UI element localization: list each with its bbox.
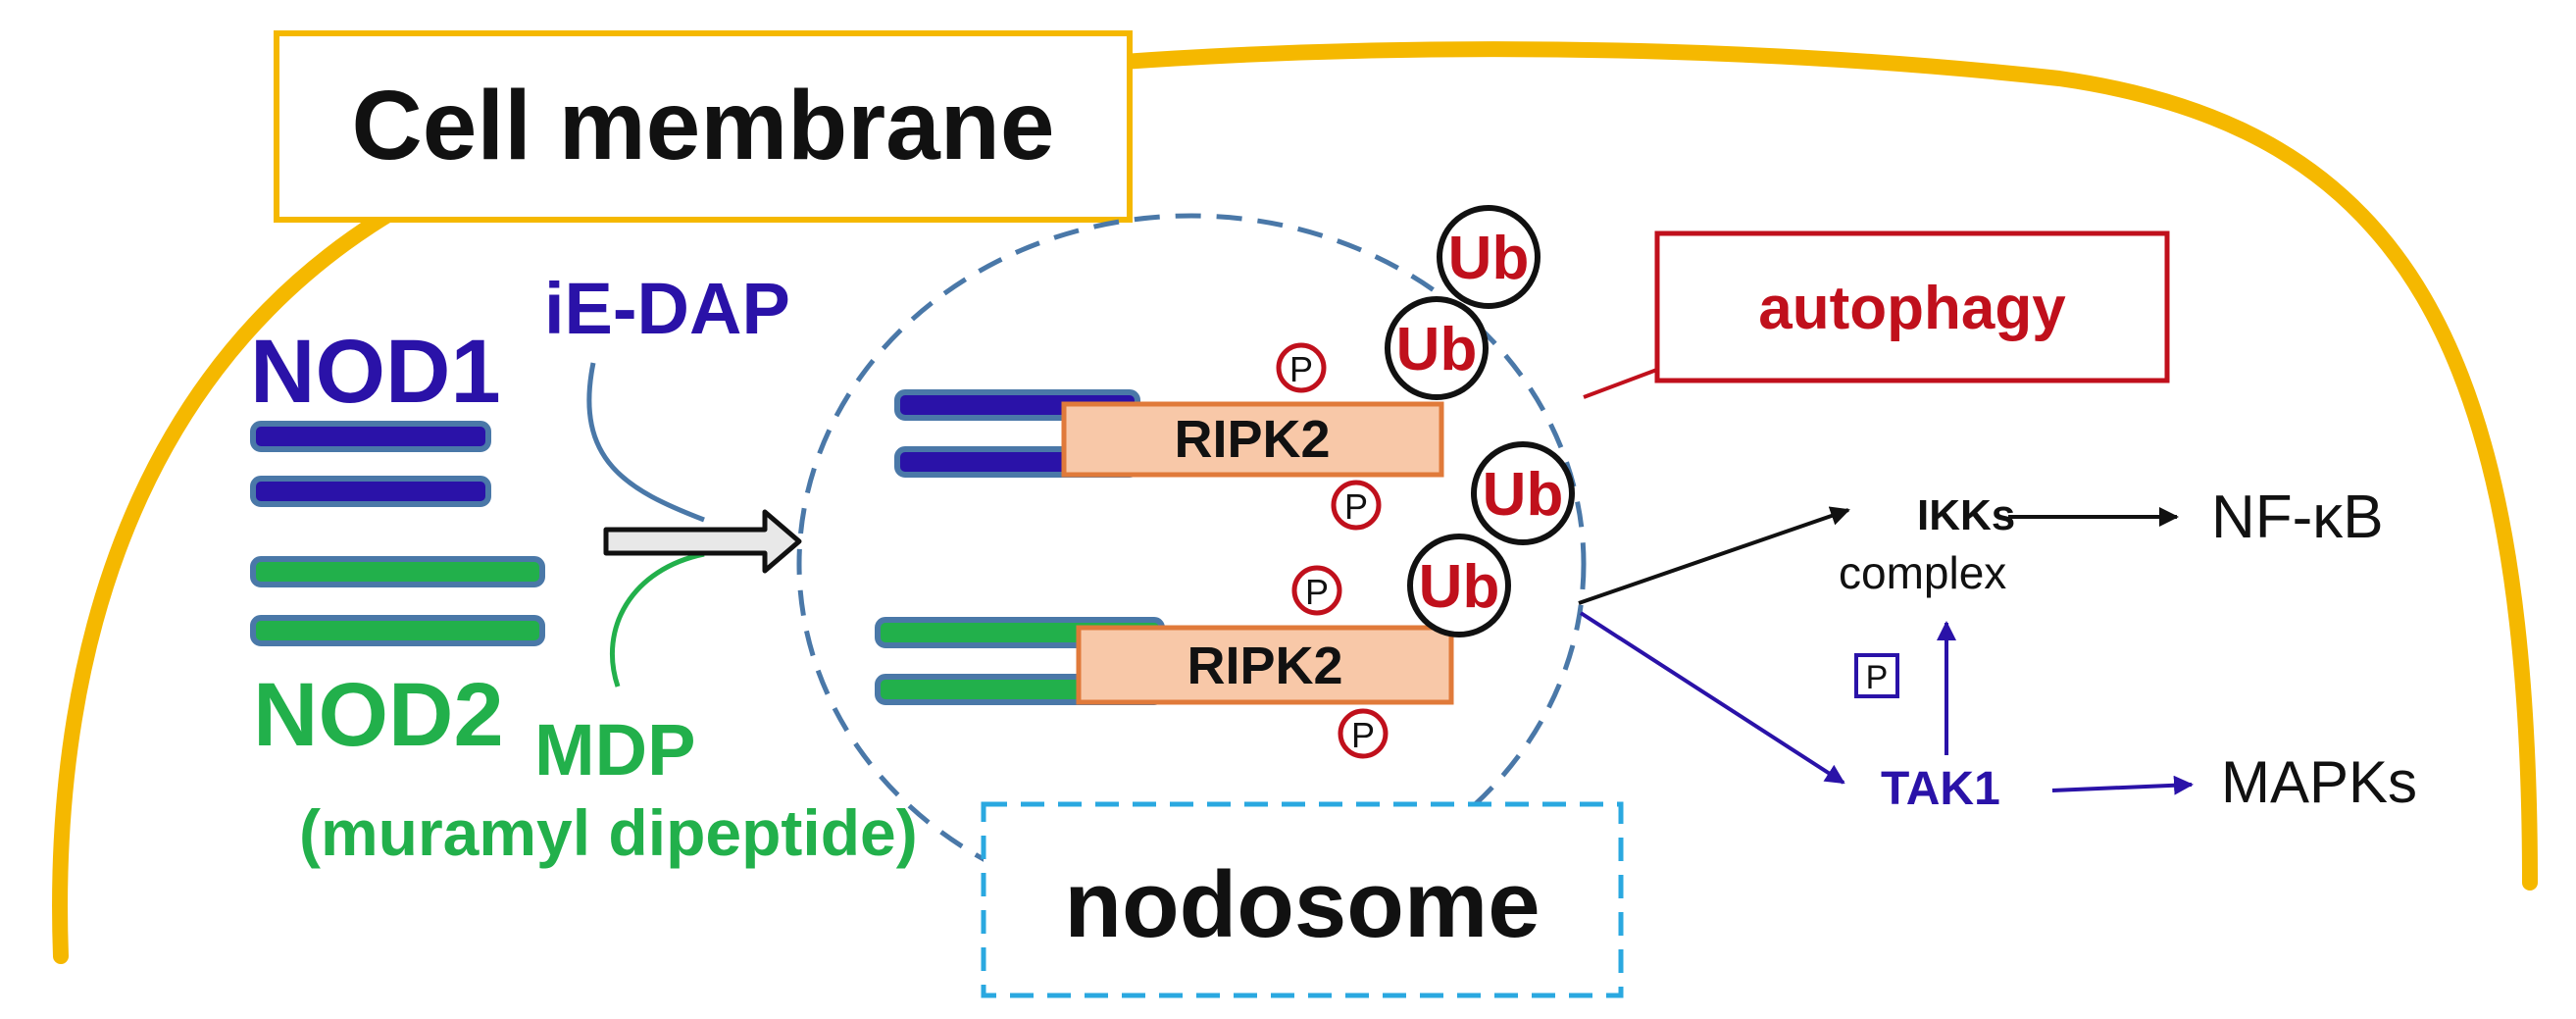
mdp-label: MDP xyxy=(534,709,695,790)
ie-dap-label: iE-DAP xyxy=(544,268,790,349)
phospho-mark-1: P xyxy=(1276,342,1327,393)
svg-text:Ub: Ub xyxy=(1448,225,1530,292)
svg-text:P: P xyxy=(1351,715,1375,755)
tak1-phospho-box: P xyxy=(1854,653,1899,698)
nodosome-label: nodosome xyxy=(1064,852,1540,957)
svg-text:P: P xyxy=(1866,659,1889,696)
nod1-ripk2-complex: RIPK2 xyxy=(894,389,1444,478)
nodosome-label-box: nodosome xyxy=(981,801,1624,998)
tak1-arrow xyxy=(1579,611,1845,785)
autophagy-box: autophagy xyxy=(1654,230,2170,383)
nod2-ripk2-complex: RIPK2 xyxy=(875,617,1454,705)
tak1-label: TAK1 xyxy=(1881,763,2000,815)
ie-dap-line xyxy=(586,362,705,523)
ikks-complex-label: complex xyxy=(1839,547,2006,598)
ikks-arrow xyxy=(1578,506,1850,605)
svg-text:P: P xyxy=(1305,572,1329,612)
ubiquitin-mark-1: Ub xyxy=(1437,205,1541,309)
nod1-label: NOD1 xyxy=(250,322,501,422)
phospho-mark-2: P xyxy=(1331,480,1382,531)
nod2-receptors xyxy=(250,556,545,646)
svg-text:Ub: Ub xyxy=(1396,316,1478,383)
cell-membrane-label-box: Cell membrane xyxy=(274,30,1133,223)
activation-arrow xyxy=(603,509,802,574)
svg-text:P: P xyxy=(1289,349,1313,389)
cell-membrane-curve xyxy=(52,41,2538,964)
svg-text:Ub: Ub xyxy=(1483,461,1564,529)
svg-text:Ub: Ub xyxy=(1419,553,1500,621)
nod1-receptors xyxy=(250,421,491,507)
mapks-arrow xyxy=(2051,775,2194,795)
svg-text:P: P xyxy=(1344,486,1368,527)
phospho-mark-4: P xyxy=(1338,708,1389,759)
ripk2-label-lower: RIPK2 xyxy=(1187,637,1342,695)
mdp-line xyxy=(609,551,705,688)
autophagy-label: autophagy xyxy=(1758,275,2066,342)
mdp-full-label: (muramyl dipeptide) xyxy=(299,796,918,869)
ubiquitin-mark-2: Ub xyxy=(1385,296,1489,400)
ikks-label: IKKs xyxy=(1917,491,2015,539)
ripk2-label-upper: RIPK2 xyxy=(1174,410,1330,469)
nod2-label: NOD2 xyxy=(253,665,504,765)
ubiquitin-mark-4: Ub xyxy=(1407,534,1511,637)
mapks-label: MAPKs xyxy=(2221,749,2417,815)
ubiquitin-mark-3: Ub xyxy=(1471,441,1575,545)
nfkb-label: NF-κB xyxy=(2211,484,2384,551)
cell-membrane-label: Cell membrane xyxy=(352,71,1055,180)
phospho-mark-3: P xyxy=(1291,565,1342,616)
